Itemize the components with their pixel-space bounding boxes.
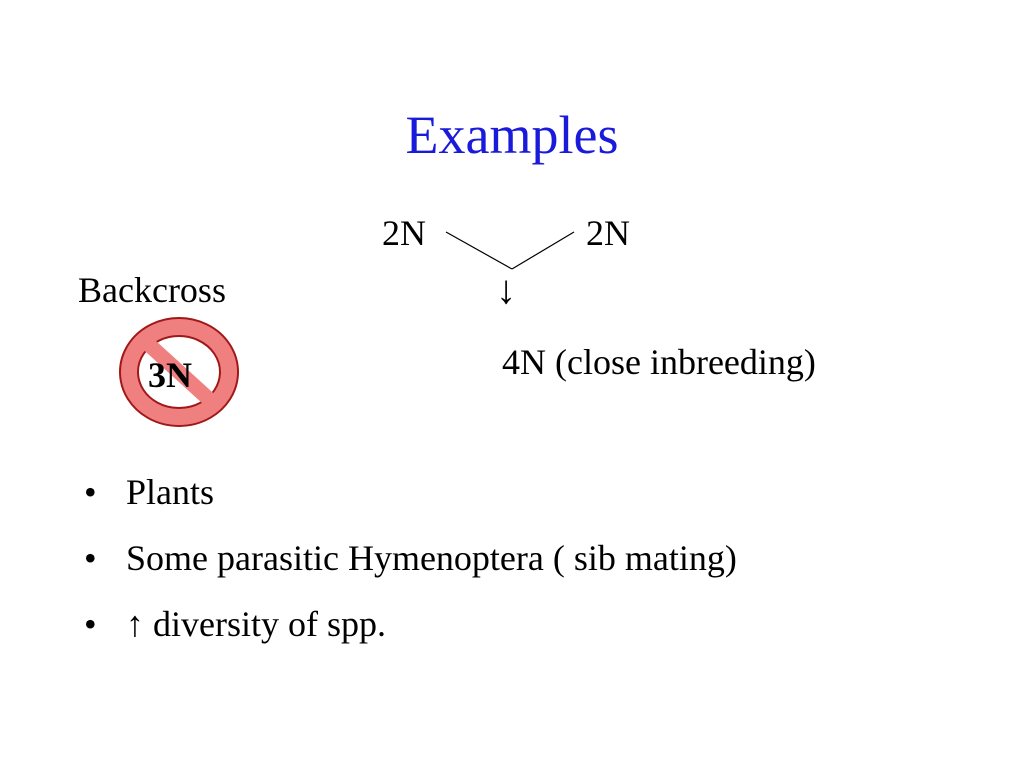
- no-symbol-bar: [140, 336, 218, 408]
- parent-left-label: 2N: [382, 213, 426, 253]
- arrow-down-icon: ↓: [496, 267, 516, 312]
- bullet-marker: •: [84, 472, 97, 512]
- bullet-text: Some parasitic Hymenoptera ( sib mating): [126, 538, 737, 578]
- cross-line-right: [511, 231, 575, 270]
- forbidden-3n-label: 3N: [148, 355, 192, 395]
- bullet-list: • Plants • Some parasitic Hymenoptera ( si…: [84, 470, 737, 668]
- bullet-text: ↑ diversity of spp.: [126, 604, 386, 644]
- bullet-marker: •: [84, 604, 97, 644]
- bullet-text: Plants: [126, 472, 215, 512]
- bullet-marker: •: [84, 538, 97, 578]
- backcross-label: Backcross: [78, 270, 226, 310]
- parent-right-label: 2N: [586, 213, 630, 253]
- bullet-item: • Some parasitic Hymenoptera ( sib mating…: [84, 536, 737, 580]
- bullet-item: • ↑ diversity of spp.: [84, 602, 737, 646]
- no-symbol-icon: [119, 317, 239, 427]
- cross-line-left: [445, 231, 513, 270]
- slide-title: Examples: [405, 105, 619, 165]
- offspring-label: 4N (close inbreeding): [502, 342, 816, 382]
- bullet-item: • Plants: [84, 470, 737, 514]
